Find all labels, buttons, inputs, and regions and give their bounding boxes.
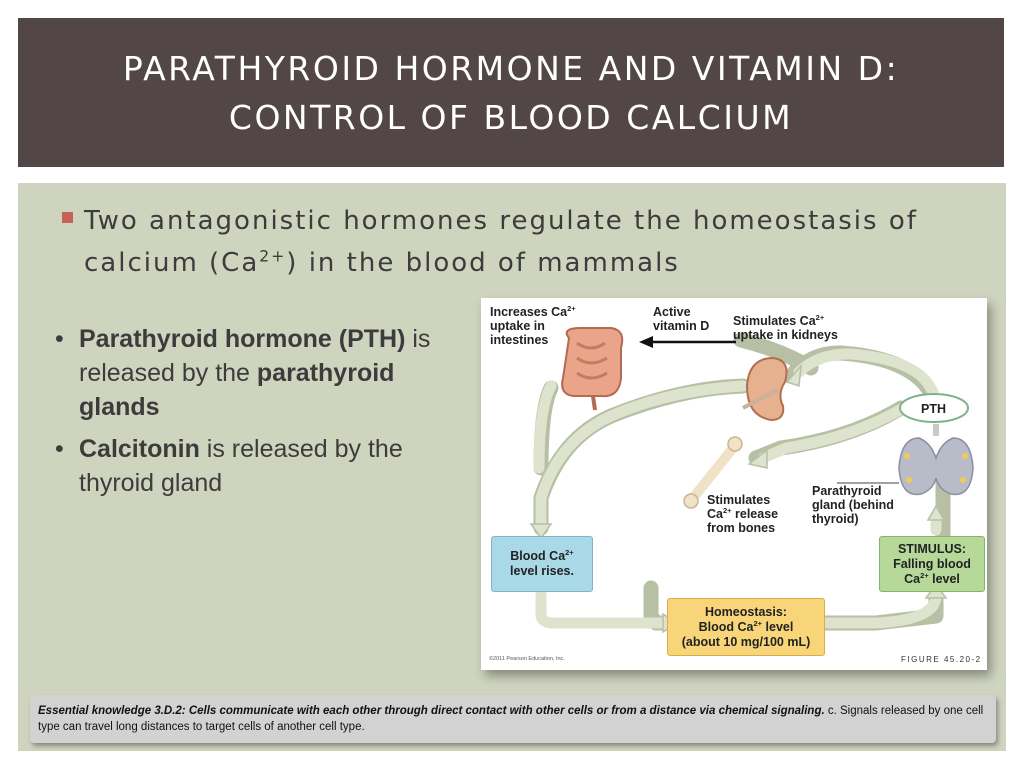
arrowhead-bone <box>747 448 768 469</box>
figure-label: FIGURE 45.20-2 <box>901 655 982 664</box>
intestines-icon <box>561 327 624 411</box>
box-blood-rises: Blood Ca2+level rises. <box>491 536 593 592</box>
label-pth: PTH <box>921 402 946 416</box>
bone-icon <box>683 436 743 509</box>
bullet-dot-icon: • <box>55 325 64 353</box>
arrowhead-down <box>529 523 553 540</box>
figure-artwork <box>529 327 974 634</box>
title-line-1: PARATHYROID HORMONE AND VITAMIN D: <box>122 48 900 88</box>
label-intestines: Increases Ca2+ uptake in intestines <box>490 303 576 347</box>
calcium-regulation-figure: Increases Ca2+ uptake in intestines Acti… <box>481 298 987 670</box>
arrow-homeostasis-to-stimulus <box>817 590 942 629</box>
essential-knowledge-text: Essential knowledge 3.D.2: Cells communi… <box>38 705 984 733</box>
label-bones: Stimulates Ca2+ release from bones <box>707 493 779 535</box>
square-bullet-icon <box>62 212 73 223</box>
arrow-blood-to-homeostasis <box>535 588 669 629</box>
bullet-dot-icon: • <box>55 435 64 463</box>
arrow-pth-to-kidney <box>793 348 939 399</box>
title-line-2: CONTROL OF BLOOD CALCIUM <box>228 97 794 137</box>
thyroid-gland-icon <box>898 424 974 496</box>
arrow-kidney-to-blood <box>535 380 749 532</box>
arrowhead-up-2 <box>926 504 946 521</box>
copyright-text: ©2011 Pearson Education, Inc. <box>489 656 565 662</box>
sub-bullet-pth: • Parathyroid hormone (PTH) is released … <box>55 322 465 424</box>
sub-bullet-list: • Parathyroid hormone (PTH) is released … <box>55 322 465 508</box>
pth-oval <box>899 393 969 423</box>
kidney-icon <box>742 356 788 422</box>
title-bar: PARATHYROID HORMONE AND VITAMIN D: CONTR… <box>18 18 1004 167</box>
essential-knowledge-box: Essential knowledge 3.D.2: Cells communi… <box>30 695 996 743</box>
sub-bullet-calcitonin: • Calcitonin is released by the thyroid … <box>55 432 465 500</box>
arrow-intestine-to-blood <box>533 380 557 474</box>
main-bullet: Two antagonistic hormones regulate the h… <box>62 200 992 284</box>
label-kidneys: Stimulates Ca2+ uptake in kidneys <box>733 312 838 342</box>
box-homeostasis: Homeostasis:Blood Ca2+ level(about 10 mg… <box>667 598 825 656</box>
arrowhead-vitamin-d <box>639 336 653 348</box>
slide-title: PARATHYROID HORMONE AND VITAMIN D: CONTR… <box>41 44 981 142</box>
main-bullet-text: Two antagonistic hormones regulate the h… <box>84 206 918 278</box>
arrowhead-kidney <box>785 363 802 388</box>
label-parathyroid: Parathyroid gland (behind thyroid) <box>812 484 894 526</box>
label-vitamin-d: Active vitamin D <box>653 305 710 333</box>
